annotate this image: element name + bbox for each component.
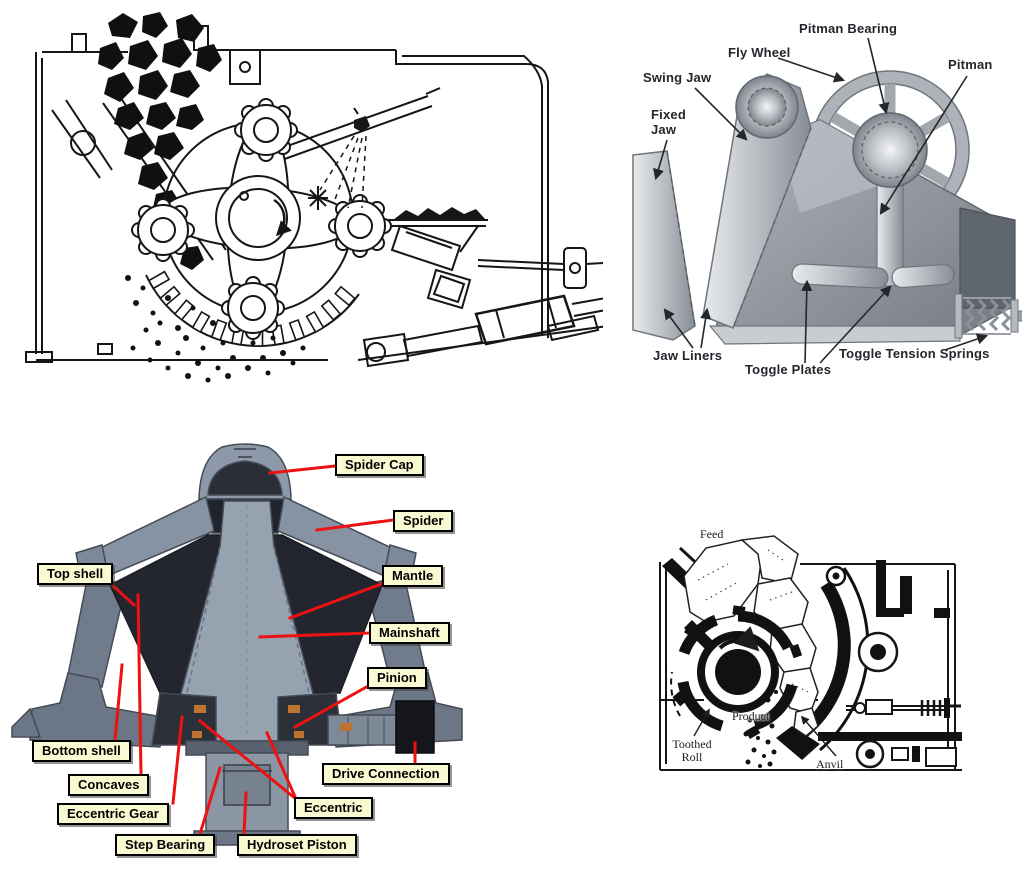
impact-crusher-drawing	[25, 12, 603, 383]
label-swing-jaw: Swing Jaw	[643, 70, 712, 85]
label-toggle-tension-springs: Toggle Tension Springs	[839, 346, 990, 361]
hammers	[131, 98, 392, 340]
label-fly-wheel: Fly Wheel	[728, 45, 791, 60]
label-eccentric: Eccentric	[294, 797, 373, 819]
cone-crusher-figure: Spider Cap Spider Top shell Mantle Mains…	[10, 435, 530, 886]
label-hydroset-piston: Hydroset Piston	[237, 834, 357, 856]
roll-crusher-figure: Feed Product Toothed Roll Anvil	[650, 520, 970, 790]
label-pinion: Pinion	[367, 667, 427, 689]
label-spider-cap: Spider Cap	[335, 454, 424, 476]
hammer-bottom	[221, 276, 285, 340]
label-mainshaft: Mainshaft	[369, 622, 450, 644]
hammer-top	[234, 98, 298, 162]
roll-crusher-drawing	[659, 535, 962, 771]
label-jaw-liners: Jaw Liners	[653, 348, 723, 363]
label-anvil: Anvil	[816, 757, 844, 771]
hammer-left	[131, 198, 195, 262]
label-top-shell: Top shell	[37, 563, 114, 585]
label-spider: Spider	[393, 510, 454, 532]
label-toothed-roll: Toothed Roll	[672, 737, 712, 764]
jaw-crusher-drawing	[632, 37, 1022, 364]
label-feed: Feed	[700, 527, 724, 541]
pitman-bearing-part	[852, 112, 928, 188]
impact-crusher-figure	[8, 8, 603, 390]
toothed-roll-part	[670, 605, 803, 739]
roll-leader-arrows	[693, 708, 837, 757]
label-pitman-bearing: Pitman Bearing	[799, 21, 898, 36]
label-product: Product	[732, 709, 770, 723]
side-machinery	[846, 631, 961, 769]
label-drive-connection: Drive Connection	[322, 763, 450, 785]
toggle-plates-part	[791, 263, 955, 289]
swing-jaw-part	[702, 73, 812, 329]
rotor-hub	[215, 175, 301, 261]
jaw-leader-arrows	[653, 37, 989, 364]
label-step-bearing: Step Bearing	[115, 834, 216, 856]
hammer-right	[328, 194, 392, 258]
cone-leader-lines	[107, 464, 417, 836]
fixed-jaw-part	[632, 150, 696, 341]
housing	[25, 25, 603, 368]
label-bottom-shell: Bottom shell	[32, 740, 131, 762]
label-mantle: Mantle	[382, 565, 444, 587]
jaw-crusher-figure: Swing Jaw Fly Wheel Pitman Bearing Pitma…	[615, 8, 1022, 390]
crushed-product	[125, 275, 306, 383]
impact-symbols	[308, 107, 486, 220]
label-eccentric-gear: Eccentric Gear	[57, 803, 169, 825]
label-toggle-plates: Toggle Plates	[745, 362, 832, 377]
label-pitman: Pitman	[948, 57, 993, 72]
product-particles	[743, 690, 785, 768]
label-concaves: Concaves	[68, 774, 150, 796]
label-fixed-jaw: Fixed Jaw	[651, 107, 686, 137]
